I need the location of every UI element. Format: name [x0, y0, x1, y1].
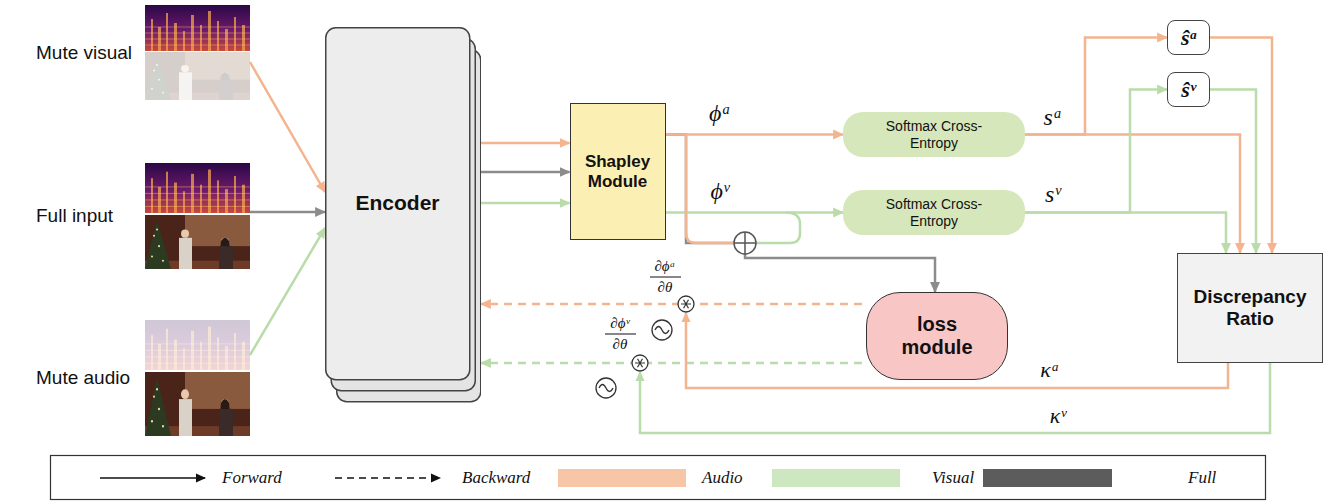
legend-backward-sample	[335, 477, 440, 479]
spectrogram-image	[145, 320, 250, 370]
connector-arrow	[1210, 38, 1272, 254]
encoder-layer	[326, 28, 470, 380]
connector-arrow	[250, 62, 325, 192]
node-text: Discrepancy Ratio	[1185, 286, 1315, 330]
gradient-term: ∂θ	[658, 279, 673, 296]
weight-symbol: κᵃ	[1040, 358, 1059, 382]
visual-branch-wire	[756, 213, 800, 244]
legend-forward-sample	[100, 477, 205, 479]
score-box: ŝᵛ	[1167, 72, 1210, 107]
legend-text: Backward	[462, 468, 530, 488]
edge-label: ϕᵃ	[709, 100, 731, 126]
connector-arrow	[481, 362, 862, 365]
video-frame-image	[145, 372, 250, 436]
discrepancy-ratio-box: Discrepancy Ratio	[1177, 253, 1323, 363]
spectrogram-image	[145, 163, 250, 213]
weight-symbol: κᵛ	[1050, 404, 1067, 428]
convolution-symbol	[678, 296, 694, 312]
legend-swatch	[772, 469, 900, 487]
legend-text: Full	[1188, 468, 1216, 488]
connector-arrow	[1210, 90, 1256, 254]
fraction-bar	[650, 277, 681, 278]
legend-text: Audio	[702, 468, 743, 488]
connector-arrow	[481, 303, 862, 306]
encoder-stack-outline	[325, 27, 481, 403]
edge-label: ϕᵛ	[710, 178, 729, 204]
node-text: ŝᵛ	[1181, 77, 1195, 102]
node-text: Shapley Module	[578, 152, 658, 191]
video-frame-image	[145, 52, 250, 100]
edge-label: sᵃ	[1044, 104, 1063, 130]
connector-arrow	[250, 228, 325, 355]
connector-arrow	[1025, 38, 1167, 135]
gradient-term: ∂θ	[613, 336, 628, 353]
connector-arrow	[481, 202, 570, 205]
spectrogram-image	[145, 5, 250, 51]
legend-text: Visual	[932, 468, 974, 488]
input-group: Full input	[36, 163, 250, 269]
softmax-box: Softmax Cross-Entropy	[843, 190, 1025, 235]
node-text: Mute audio	[36, 367, 130, 389]
node-text: ŝᵃ	[1181, 25, 1196, 50]
gradient-term: ∂ϕᵛ	[610, 315, 629, 332]
node-text: Mute visual	[36, 42, 132, 64]
wave-symbol	[596, 378, 616, 398]
legend-frame	[51, 456, 1266, 500]
softmax-box: Softmax Cross-Entropy	[843, 112, 1025, 157]
encoder-block: Encoder	[325, 27, 481, 403]
node-text: Full input	[36, 205, 113, 227]
connector-arrow	[481, 142, 570, 145]
connector-arrow	[666, 211, 844, 214]
gradient-term: ∂ϕᵃ	[654, 258, 675, 275]
shapley-module: Shapley Module	[570, 103, 666, 240]
edge-label: sᵛ	[1045, 181, 1061, 207]
connector-arrow	[481, 171, 570, 174]
score-box: ŝᵃ	[1167, 20, 1210, 55]
input-group: Mute visual	[36, 5, 250, 100]
legend-swatch	[558, 469, 686, 487]
connector-arrow	[666, 133, 844, 136]
convolution-symbol	[632, 355, 648, 371]
node-text: Softmax Cross-Entropy	[874, 118, 994, 150]
loss-module: loss module	[866, 292, 1008, 380]
input-group: Mute audio	[36, 320, 250, 436]
audio-branch-wire	[686, 135, 734, 244]
node-text: Softmax Cross-Entropy	[874, 196, 994, 228]
connector-arrow	[1025, 135, 1240, 254]
fraction-bar	[605, 334, 636, 335]
node-text: loss module	[887, 313, 987, 359]
connector-arrow	[1025, 90, 1167, 213]
node-text: Encoder	[355, 191, 439, 215]
legend-text: Forward	[222, 468, 282, 488]
sum-symbol	[734, 232, 756, 254]
wave-symbol	[652, 320, 672, 340]
connector-arrow	[250, 211, 325, 214]
video-frame-image	[145, 215, 250, 269]
legend-swatch	[983, 469, 1112, 487]
connector-arrow	[1025, 213, 1226, 254]
